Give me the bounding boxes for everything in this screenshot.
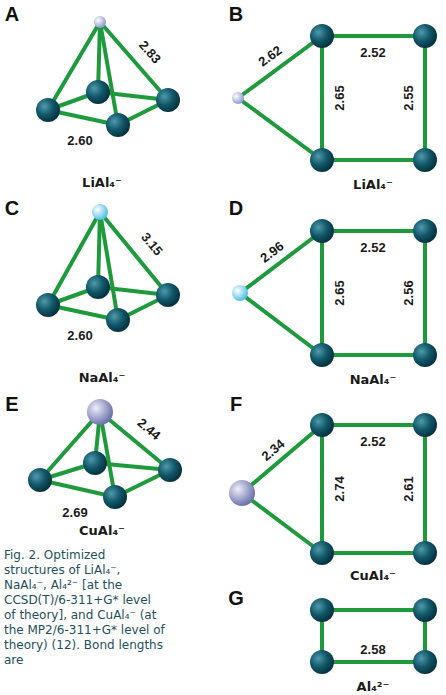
na-atom xyxy=(92,204,108,220)
figure-caption: Fig. 2. Optimized structures of LiAl₄⁻, … xyxy=(4,548,166,668)
al-atom xyxy=(36,293,60,317)
al-atom xyxy=(36,98,60,122)
bond xyxy=(242,493,322,553)
panel-letter: B xyxy=(229,4,243,24)
al-atom xyxy=(156,88,180,112)
al-atom xyxy=(310,650,334,674)
panel-letter: F xyxy=(230,394,242,414)
molecule-name: CuAl₄⁻ xyxy=(79,524,125,537)
al-atom xyxy=(413,598,437,622)
al-atom xyxy=(103,485,127,509)
panel-letter: D xyxy=(229,198,243,218)
al-atom xyxy=(310,541,334,565)
bond-length: 2.52 xyxy=(360,241,385,254)
bond xyxy=(100,22,118,125)
bond-length: 3.15 xyxy=(139,230,165,258)
al-atom xyxy=(413,650,437,674)
na-atom xyxy=(232,285,248,301)
al-atom xyxy=(413,24,437,48)
panel-letter: A xyxy=(5,4,19,24)
li-atom xyxy=(232,92,244,104)
al-atom xyxy=(83,451,107,475)
bond xyxy=(423,36,427,160)
bond-length: 2.56 xyxy=(402,280,415,305)
bond-length: 2.44 xyxy=(135,416,163,442)
al-atom xyxy=(413,219,437,243)
cu-atom xyxy=(229,480,255,506)
bond-length: 2.61 xyxy=(402,476,415,501)
al-atom xyxy=(158,458,182,482)
bond xyxy=(240,231,322,293)
al-atom xyxy=(310,24,334,48)
bond-length: 2.60 xyxy=(67,134,92,147)
al-atom xyxy=(86,80,110,104)
molecule-name: NaAl₄⁻ xyxy=(79,371,126,384)
al-atom xyxy=(28,468,52,492)
bond xyxy=(100,212,118,320)
bond xyxy=(322,551,425,555)
bond xyxy=(242,425,322,493)
molecule-name: LiAl₄⁻ xyxy=(82,176,122,189)
al-atom xyxy=(106,308,130,332)
molecule-name: NaAl₄⁻ xyxy=(350,373,397,386)
al-atom xyxy=(310,148,334,172)
bond xyxy=(238,36,322,98)
molecule-name: Al₄²⁻ xyxy=(357,680,390,693)
molecule-name: LiAl₄⁻ xyxy=(353,178,393,191)
bond xyxy=(320,425,324,553)
bond-length: 2.65 xyxy=(333,280,346,305)
bond xyxy=(322,660,425,664)
bond-length: 2.55 xyxy=(402,85,415,110)
bond xyxy=(322,423,425,427)
bond-length: 2.52 xyxy=(360,46,385,59)
panel-letter: E xyxy=(5,394,18,414)
al-atom xyxy=(413,343,437,367)
bond xyxy=(322,608,425,612)
bond-length: 2.52 xyxy=(360,435,385,448)
al-atom xyxy=(156,283,180,307)
bond-length: 2.58 xyxy=(360,643,385,656)
al-atom xyxy=(413,413,437,437)
bond xyxy=(240,293,322,355)
al-atom xyxy=(310,219,334,243)
al-atom xyxy=(310,598,334,622)
cu-atom xyxy=(87,399,113,425)
bond xyxy=(322,34,425,38)
al-atom xyxy=(413,148,437,172)
bond xyxy=(320,231,324,355)
al-atom xyxy=(310,413,334,437)
bond xyxy=(423,231,427,355)
bond-length: 2.60 xyxy=(67,329,92,342)
bond-length: 2.83 xyxy=(137,38,163,66)
bond xyxy=(322,158,425,162)
bond-length: 2.65 xyxy=(333,85,346,110)
molecule-name: CuAl₄⁻ xyxy=(350,569,396,582)
bond-length: 2.69 xyxy=(62,506,87,519)
bond xyxy=(238,98,322,160)
li-atom xyxy=(94,16,106,28)
al-atom xyxy=(86,275,110,299)
bond xyxy=(423,425,427,553)
bond xyxy=(320,36,324,160)
bond-length: 2.74 xyxy=(333,476,346,501)
al-atom xyxy=(413,541,437,565)
bond xyxy=(322,229,425,233)
panel-letter: G xyxy=(228,588,244,608)
bond xyxy=(322,353,425,357)
panel-letter: C xyxy=(5,198,19,218)
al-atom xyxy=(106,113,130,137)
al-atom xyxy=(310,343,334,367)
